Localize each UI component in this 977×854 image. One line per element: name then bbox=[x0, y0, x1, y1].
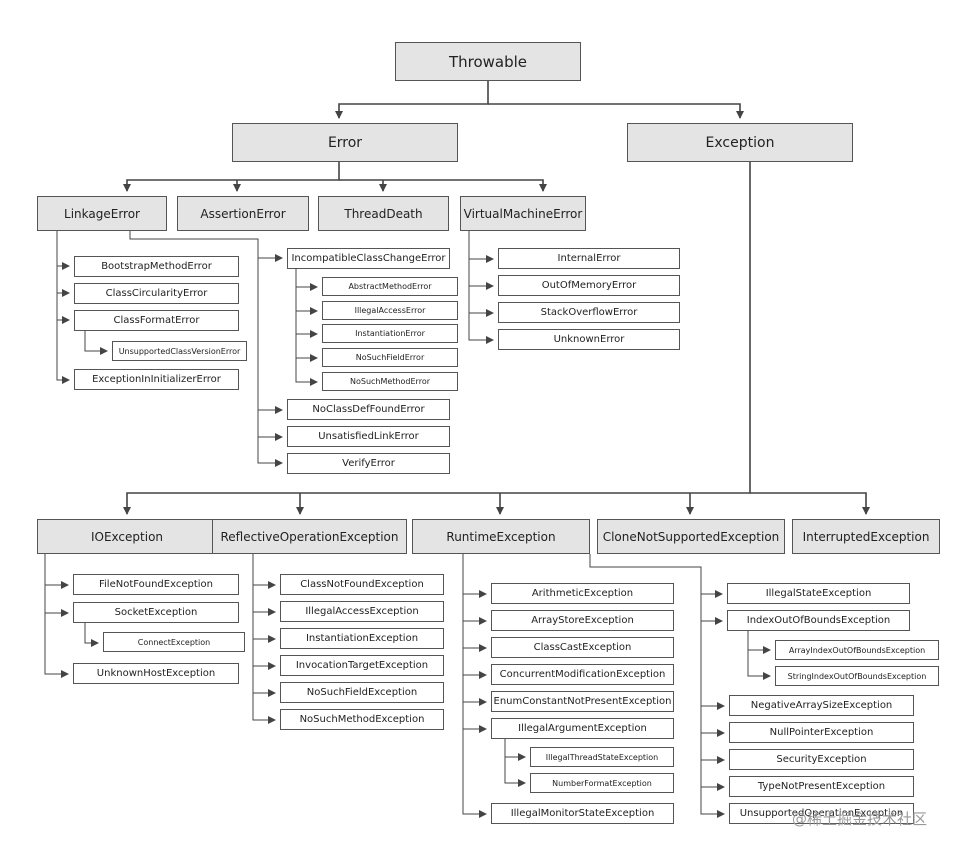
node-virtual-machine-error: VirtualMachineError bbox=[460, 196, 586, 231]
node-array-index-out-of-bounds-exception: ArrayIndexOutOfBoundsException bbox=[775, 640, 939, 660]
connector-arrow-48 bbox=[589, 554, 725, 818]
connector-arrow-0 bbox=[335, 81, 489, 119]
node-io-exception: IOException bbox=[37, 519, 217, 554]
node-no-such-field-error: NoSuchFieldError bbox=[322, 348, 458, 367]
node-internal-error: InternalError bbox=[498, 248, 680, 269]
node-exception-in-initializer-error: ExceptionInInitializerError bbox=[74, 369, 239, 390]
node-unsupported-operation-exception: UnsupportedOperationException bbox=[729, 803, 914, 824]
node-instantiation-exception: InstantiationException bbox=[280, 628, 444, 649]
node-no-such-method-exception: NoSuchMethodException bbox=[280, 709, 444, 730]
node-illegal-monitor-state-exception: IllegalMonitorStateException bbox=[491, 803, 674, 824]
node-illegal-access-exception: IllegalAccessException bbox=[280, 601, 444, 622]
node-clone-not-supported-exception: CloneNotSupportedException bbox=[597, 519, 785, 554]
node-thread-death: ThreadDeath bbox=[318, 196, 449, 231]
connector-arrow-11 bbox=[129, 231, 283, 467]
node-unsupported-class-version-error: UnsupportedClassVersionError bbox=[112, 341, 247, 361]
node-no-class-def-found-error: NoClassDefFoundError bbox=[287, 399, 450, 420]
node-concurrent-modification-exception: ConcurrentModificationException bbox=[491, 664, 674, 685]
node-illegal-state-exception: IllegalStateException bbox=[727, 583, 910, 604]
node-file-not-found-exception: FileNotFoundException bbox=[73, 574, 239, 595]
node-class-cast-exception: ClassCastException bbox=[491, 637, 674, 658]
node-incompatible-class-change-error: IncompatibleClassChangeError bbox=[287, 248, 450, 269]
node-array-store-exception: ArrayStoreException bbox=[491, 610, 674, 631]
node-arithmetic-exception: ArithmeticException bbox=[491, 583, 674, 604]
node-bootstrap-method-error: BootstrapMethodError bbox=[74, 256, 239, 277]
connector-arrow-32 bbox=[84, 623, 99, 647]
connector-arrow-28 bbox=[750, 492, 870, 515]
node-class-circularity-error: ClassCircularityError bbox=[74, 283, 239, 304]
node-class-not-found-exception: ClassNotFoundException bbox=[280, 574, 444, 595]
node-no-such-field-exception: NoSuchFieldException bbox=[280, 682, 444, 703]
connector-arrow-2 bbox=[123, 162, 340, 192]
node-socket-exception: SocketException bbox=[73, 602, 239, 623]
node-verify-error: VerifyError bbox=[287, 453, 450, 474]
connector-arrow-55 bbox=[747, 631, 771, 680]
node-security-exception: SecurityException bbox=[729, 749, 914, 770]
node-invocation-target-exception: InvocationTargetException bbox=[280, 655, 444, 676]
node-abstract-method-error: AbstractMethodError bbox=[322, 277, 458, 296]
connector-arrow-24 bbox=[123, 162, 751, 515]
node-runtime-exception: RuntimeException bbox=[412, 519, 590, 554]
node-no-such-method-error: NoSuchMethodError bbox=[322, 372, 458, 391]
node-null-pointer-exception: NullPointerException bbox=[729, 722, 914, 743]
connector-arrow-10 bbox=[84, 331, 108, 355]
connector-arrow-33 bbox=[252, 554, 276, 724]
connector-arrow-5 bbox=[339, 179, 547, 192]
node-illegal-thread-state-exception: IllegalThreadStateException bbox=[530, 747, 674, 767]
node-unknown-error: UnknownError bbox=[498, 329, 680, 350]
node-throwable: Throwable bbox=[395, 42, 581, 81]
node-illegal-access-error: IllegalAccessError bbox=[322, 301, 458, 320]
node-error: Error bbox=[232, 123, 458, 162]
connector-arrow-46 bbox=[504, 739, 526, 787]
watermark-text: @稀土掘金技术社区 bbox=[792, 810, 928, 828]
node-class-format-error: ClassFormatError bbox=[74, 310, 239, 331]
node-reflective-operation-exception: ReflectiveOperationException bbox=[212, 519, 407, 554]
node-index-out-of-bounds-exception: IndexOutOfBoundsException bbox=[727, 610, 910, 631]
node-enum-constant-not-present-exception: EnumConstantNotPresentException bbox=[491, 691, 674, 712]
node-unsatisfied-link-error: UnsatisfiedLinkError bbox=[287, 426, 450, 447]
node-illegal-argument-exception: IllegalArgumentException bbox=[491, 718, 674, 739]
node-negative-array-size-exception: NegativeArraySizeException bbox=[729, 695, 914, 716]
node-instantiation-error: InstantiationError bbox=[322, 324, 458, 343]
connector-arrow-1 bbox=[488, 103, 744, 119]
node-type-not-present-exception: TypeNotPresentException bbox=[729, 776, 914, 797]
node-connect-exception: ConnectException bbox=[103, 632, 245, 652]
node-interrupted-exception: InterruptedException bbox=[792, 519, 940, 554]
connector-arrow-20 bbox=[468, 231, 494, 344]
node-assertion-error: AssertionError bbox=[177, 196, 309, 231]
node-stack-overflow-error: StackOverflowError bbox=[498, 302, 680, 323]
node-out-of-memory-error: OutOfMemoryError bbox=[498, 275, 680, 296]
node-string-index-out-of-bounds-exception: StringIndexOutOfBoundsException bbox=[775, 666, 939, 686]
node-exception: Exception bbox=[627, 123, 853, 162]
connector-arrow-15 bbox=[295, 269, 318, 386]
node-linkage-error: LinkageError bbox=[37, 196, 167, 231]
connector-arrow-39 bbox=[462, 554, 487, 818]
connector-arrow-6 bbox=[56, 231, 70, 384]
connector-arrow-29 bbox=[44, 554, 69, 678]
node-number-format-exception: NumberFormatException bbox=[530, 773, 674, 793]
node-unknown-host-exception: UnknownHostException bbox=[73, 663, 239, 684]
